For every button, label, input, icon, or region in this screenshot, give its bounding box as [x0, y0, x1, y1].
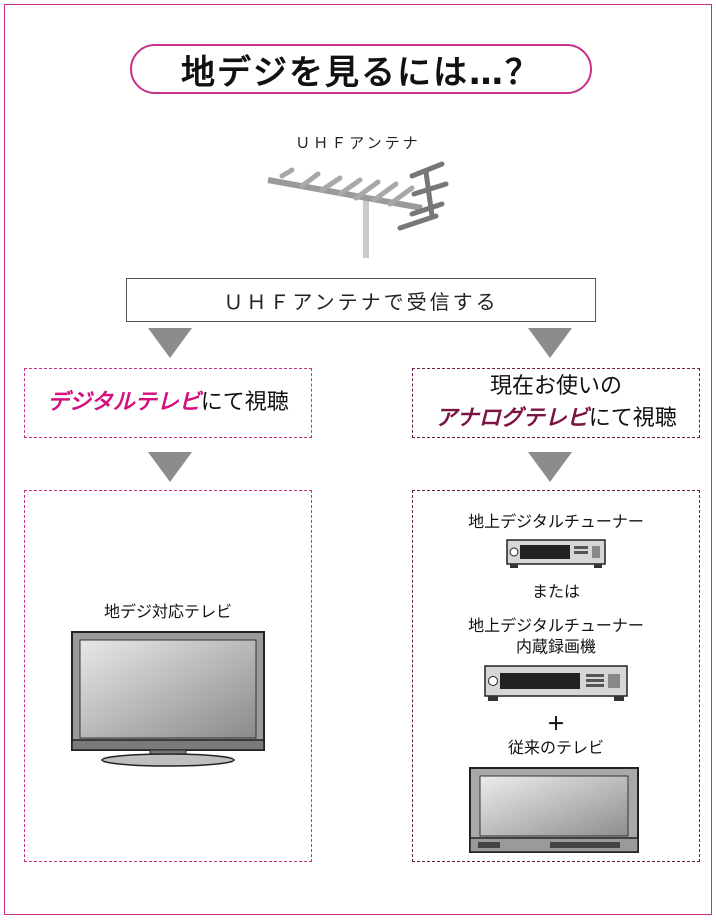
down-arrow-icon — [148, 328, 192, 358]
receive-box: ＵＨＦアンテナで受信する — [126, 278, 596, 322]
page-title: 地デジを見るには…？ — [181, 52, 541, 93]
crt-tv-icon — [469, 767, 639, 853]
receive-label: ＵＨＦアンテナで受信する — [223, 289, 499, 314]
down-arrow-icon — [148, 452, 192, 482]
recorder-label-line1: 地上デジタルチューナー — [468, 616, 644, 635]
or-label: または — [531, 582, 580, 601]
analog-result-box — [412, 490, 700, 862]
digital-tv-highlight: デジタルテレビ — [47, 390, 201, 416]
tuner-label: 地上デジタルチューナー — [468, 512, 644, 531]
antenna-label: ＵＨＦアンテナ — [295, 134, 421, 152]
down-arrow-icon — [528, 328, 572, 358]
title-banner: 地デジを見るには…？ — [130, 44, 592, 94]
digital-tv-label: 地デジ対応テレビ — [103, 602, 232, 621]
digital-tv-option: デジタルテレビにて視聴 — [24, 368, 312, 438]
down-arrow-icon — [528, 452, 572, 482]
analog-tv-line1: 現在お使いの — [489, 374, 622, 400]
flat-tv-icon — [71, 631, 265, 767]
plus-label: ＋ — [547, 714, 565, 735]
analog-tv-highlight: アナログテレビ — [435, 406, 589, 431]
recorder-device-icon — [484, 665, 628, 701]
digital-result-box — [24, 490, 312, 862]
analog-tv-option: 現在お使いの アナログテレビにて視聴 — [412, 368, 700, 438]
conventional-tv-label: 従来のテレビ — [507, 738, 604, 757]
uhf-antenna-icon — [267, 161, 449, 258]
analog-tv-suffix: にて視聴 — [588, 406, 677, 431]
recorder-label-line2: 内蔵録画機 — [515, 636, 596, 656]
digital-tv-suffix: にて視聴 — [200, 390, 289, 416]
page-frame — [4, 4, 712, 915]
tuner-device-icon — [506, 539, 606, 568]
recorder-label: 地上デジタルチューナー 内蔵録画機 — [412, 616, 700, 658]
